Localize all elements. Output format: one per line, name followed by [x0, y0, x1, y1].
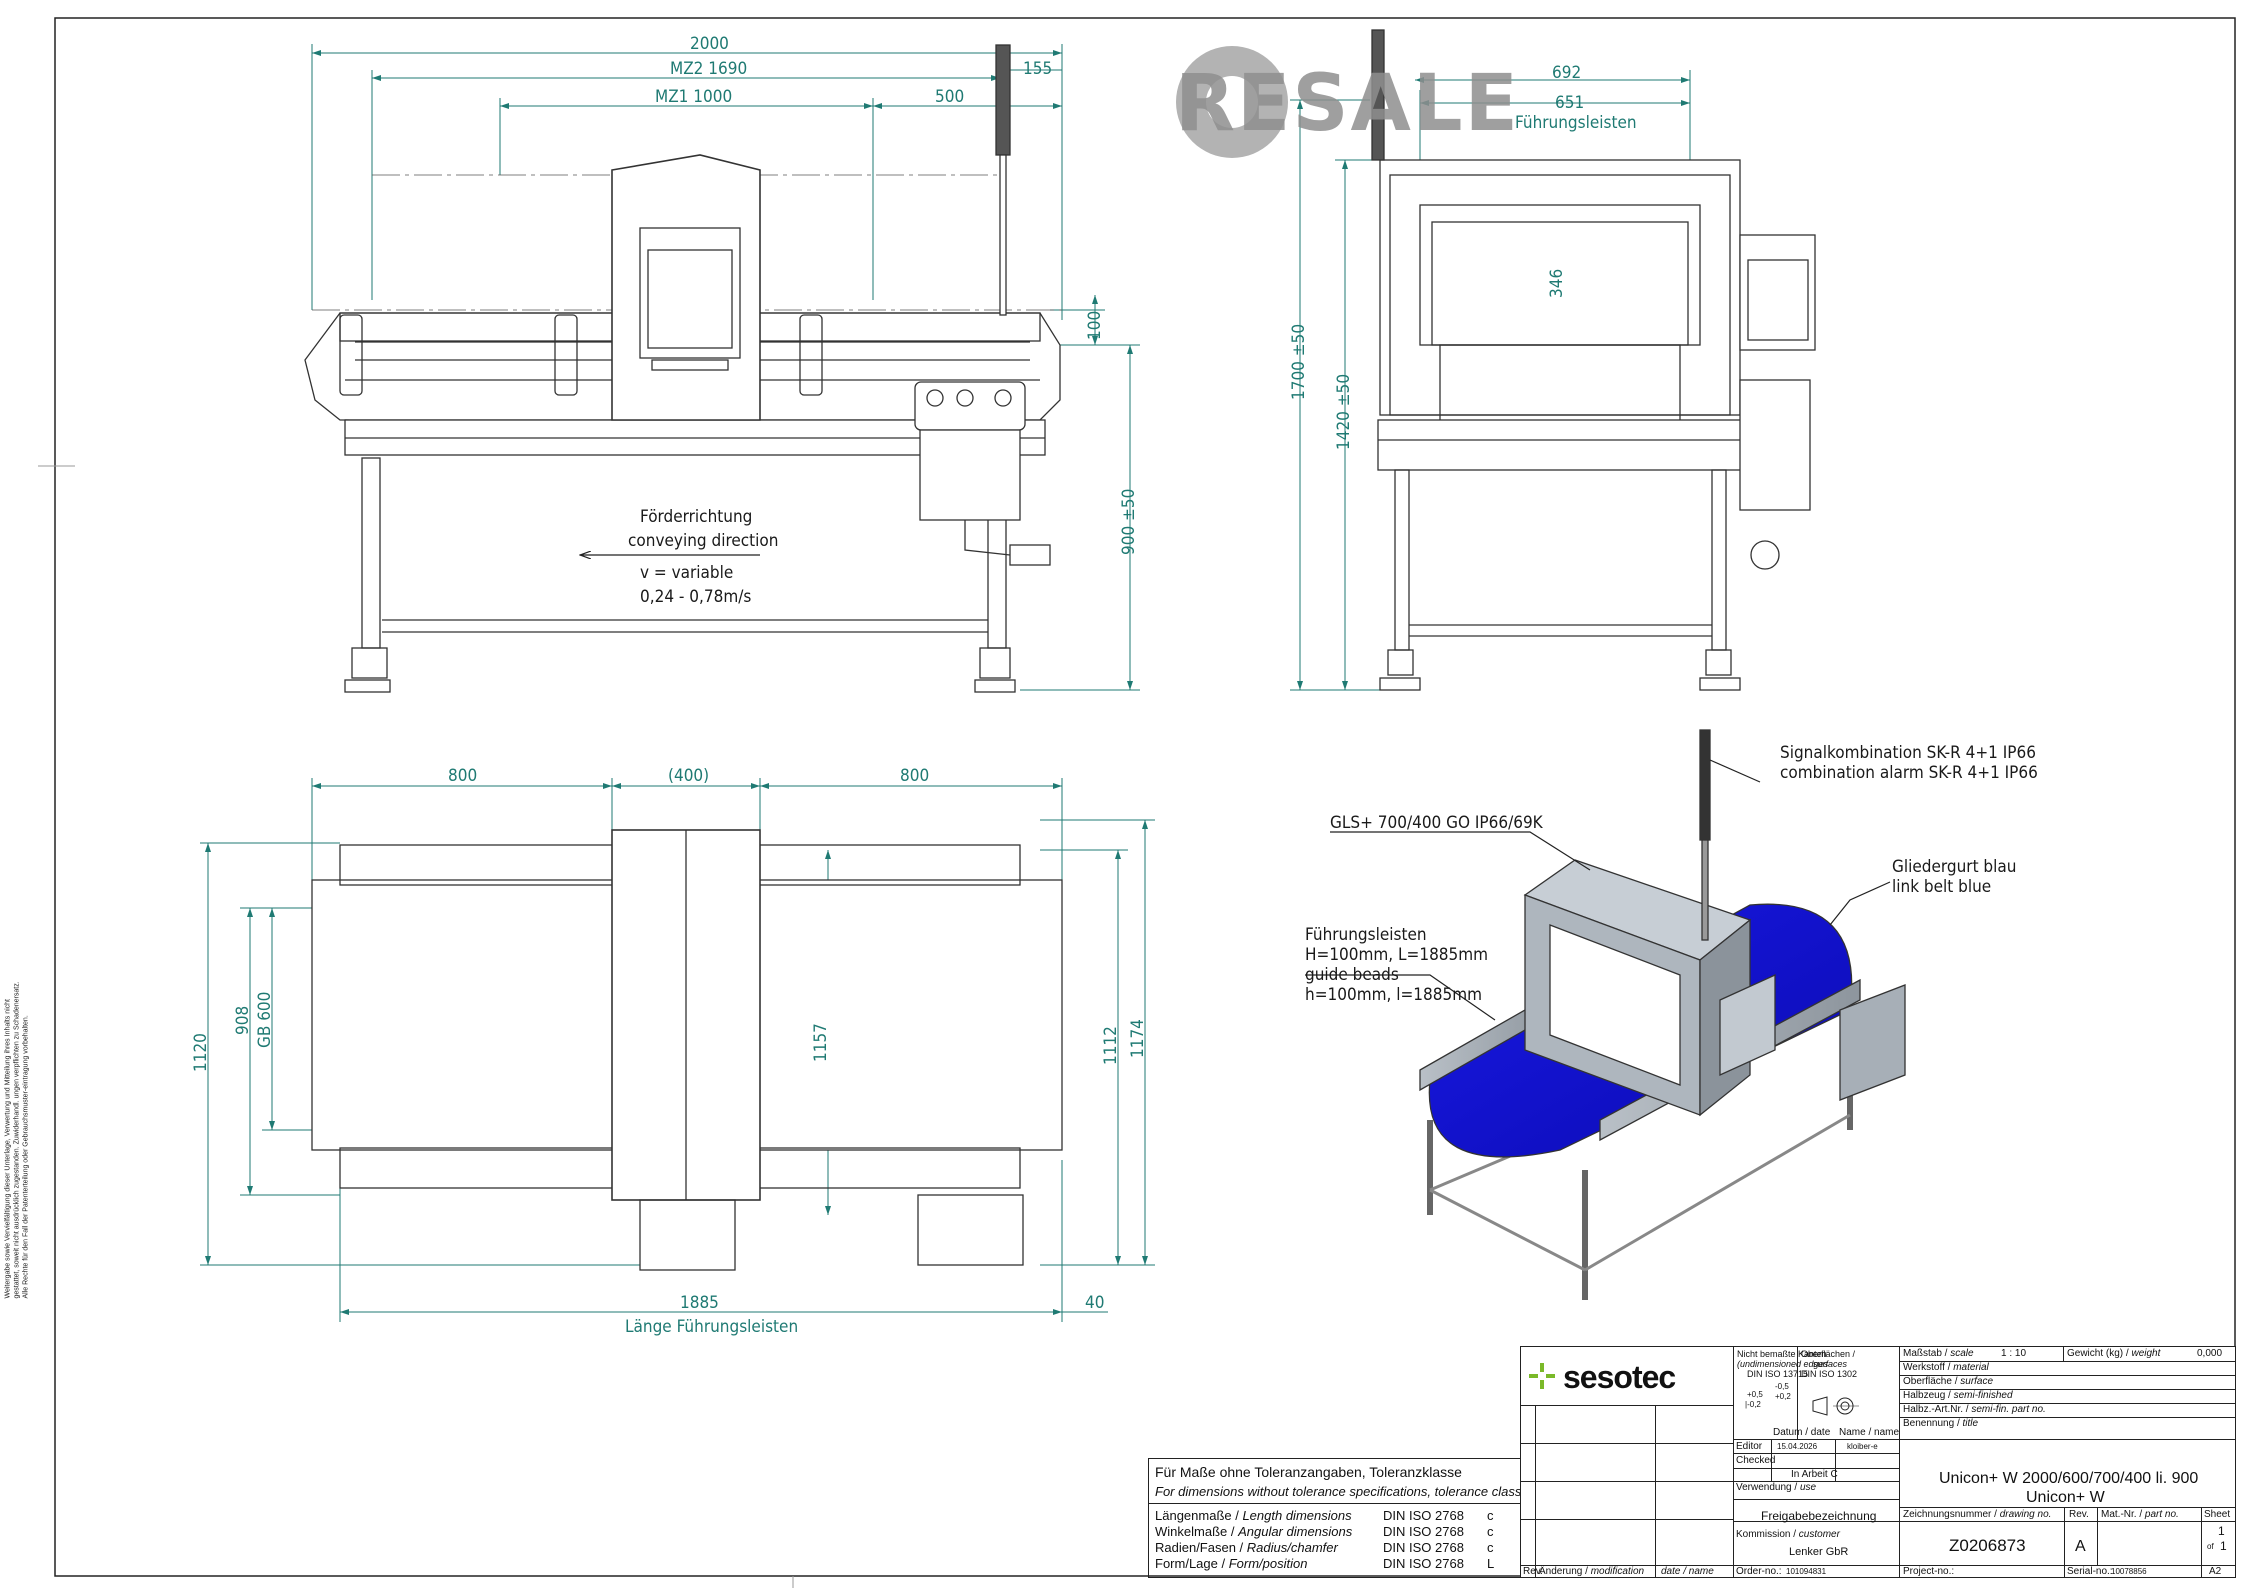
edges-1: Nicht bemaßte Kanten: [1737, 1349, 1827, 1359]
commission-value: Lenker GbR: [1789, 1546, 1849, 1558]
tol-4: +0,2: [1775, 1392, 1791, 1401]
matnr-label: Mat.-Nr. / part no.: [2101, 1509, 2179, 1520]
sheet-label: Sheet: [2204, 1509, 2231, 1520]
tolerance-class: c: [1487, 1524, 1494, 1539]
order-value: 101094831: [1786, 1567, 1827, 1576]
scale-label: Maßstab / scale: [1903, 1348, 1974, 1359]
drawno-label: Zeichnungsnummer / drawing no.: [1903, 1509, 2052, 1520]
date-header: Datum / date: [1773, 1427, 1831, 1438]
date-name-column: date / name: [1661, 1566, 1714, 1577]
editor-label: Editor: [1736, 1441, 1763, 1452]
tol-3: -0,5: [1775, 1382, 1789, 1391]
edges-3: DIN ISO 13715: [1747, 1369, 1809, 1379]
serial-value: 10078856: [2111, 1567, 2147, 1576]
editor-name: kloiber-e: [1847, 1442, 1878, 1451]
tolerance-type: Radien/Fasen / Radius/chamfer: [1155, 1540, 1338, 1555]
drawing-title-1: Unicon+ W 2000/600/700/400 li. 900: [1939, 1470, 2199, 1487]
tolerance-type: Form/Lage / Form/position: [1155, 1556, 1308, 1571]
sheet-border: [54, 17, 2236, 1577]
drawing-number: Z0206873: [1949, 1536, 2026, 1555]
use-value: Freigabebezeichnung: [1761, 1509, 1877, 1523]
sesotec-logo-mark: [1529, 1363, 1555, 1389]
front-view: [304, 44, 1140, 693]
status-value: In Arbeit C: [1791, 1469, 1838, 1480]
commission-label: Kommission / customer: [1736, 1529, 1840, 1540]
copyright-note: Weitergabe sowie Vervielfältigung dieser…: [4, 981, 30, 1299]
tolerance-class: L: [1487, 1556, 1495, 1571]
tolerance-row: Winkelmaße / Angular dimensions DIN ISO 2…: [1149, 1525, 1521, 1541]
tolerance-standard: DIN ISO 2768: [1383, 1508, 1464, 1523]
semi-label: Halbzeug / semi-finished: [1903, 1390, 2013, 1401]
tolerance-class: c: [1487, 1540, 1494, 1555]
tolerance-class: c: [1487, 1508, 1494, 1523]
tolerance-type: Winkelmaße / Angular dimensions: [1155, 1524, 1353, 1539]
editor-date: 15.04.2026: [1777, 1442, 1818, 1451]
tolerance-table: Für Maße ohne Toleranzangaben, Toleranzk…: [1148, 1458, 1522, 1578]
drawing-title-2: Unicon+ W: [2026, 1489, 2105, 1506]
revision-value: A: [2075, 1538, 2086, 1555]
rev-column: Rev.: [1523, 1566, 1543, 1577]
top-view: [200, 778, 1155, 1322]
serial-label: Serial-no.:: [2067, 1566, 2113, 1577]
tolerance-standard: DIN ISO 2768: [1383, 1540, 1464, 1555]
format-value: A2: [2209, 1566, 2222, 1577]
weight-value: 0,000: [2197, 1348, 2223, 1359]
rev-label: Rev.: [2069, 1509, 2089, 1520]
tolerance-head-en: For dimensions without tolerance specifi…: [1155, 1484, 1522, 1499]
sheet-number: 1: [2218, 1524, 2225, 1538]
surf-1: Oberflächen /: [1801, 1349, 1856, 1359]
tolerance-row: Radien/Fasen / Radius/chamfer DIN ISO 276…: [1149, 1541, 1521, 1557]
projection-symbol-icon: [1811, 1395, 1861, 1417]
checked-label: Checked: [1736, 1455, 1776, 1466]
side-view: [1290, 29, 1816, 691]
project-label: Project-no.:: [1903, 1566, 1955, 1577]
edges-2: (undimensioned edges: [1737, 1359, 1829, 1369]
sheet-total: 1: [2220, 1539, 2227, 1553]
tolerance-row: Form/Lage / Form/position DIN ISO 2768 L: [1149, 1557, 1521, 1573]
title-label: Benennung / title: [1903, 1418, 1979, 1429]
sesotec-logo-text: sesotec: [1563, 1359, 1676, 1395]
tolerance-row: Längenmaße / Length dimensions DIN ISO 27…: [1149, 1509, 1521, 1525]
tolerance-standard: DIN ISO 2768: [1383, 1524, 1464, 1539]
sheet-of: of: [2207, 1542, 2214, 1551]
tol-2: |-0,2: [1745, 1400, 1761, 1409]
surf-2: surfaces: [1813, 1359, 1848, 1369]
use-label: Verwendung / use: [1736, 1482, 1817, 1493]
title-block: sesotec Nicht bemaßte Kanten (undimensio…: [1520, 1346, 2236, 1578]
scale-value: 1 : 10: [2001, 1348, 2027, 1359]
iso-view: [1305, 729, 1906, 1300]
sesotec-logo: sesotec: [1529, 1361, 1729, 1395]
change-column: Änderung / modification: [1539, 1566, 1645, 1577]
tol-1: +0,5: [1747, 1390, 1763, 1399]
semi-part-label: Halbz.-Art.Nr. / semi-fin. part no.: [1903, 1404, 2046, 1415]
order-label: Order-no.:: [1736, 1566, 1782, 1577]
tolerance-head-de: Für Maße ohne Toleranzangaben, Toleranzk…: [1155, 1464, 1462, 1480]
tolerance-standard: DIN ISO 2768: [1383, 1556, 1464, 1571]
tolerance-type: Längenmaße / Length dimensions: [1155, 1508, 1352, 1523]
material-label: Werkstoff / material: [1903, 1362, 1989, 1373]
resale-watermark: [1176, 46, 1288, 158]
surf-3: DIN ISO 1302: [1801, 1369, 1858, 1379]
name-header: Name / name: [1839, 1427, 1900, 1438]
surface-label: Oberfläche / surface: [1903, 1376, 1994, 1387]
weight-label: Gewicht (kg) / weight: [2067, 1348, 2161, 1359]
